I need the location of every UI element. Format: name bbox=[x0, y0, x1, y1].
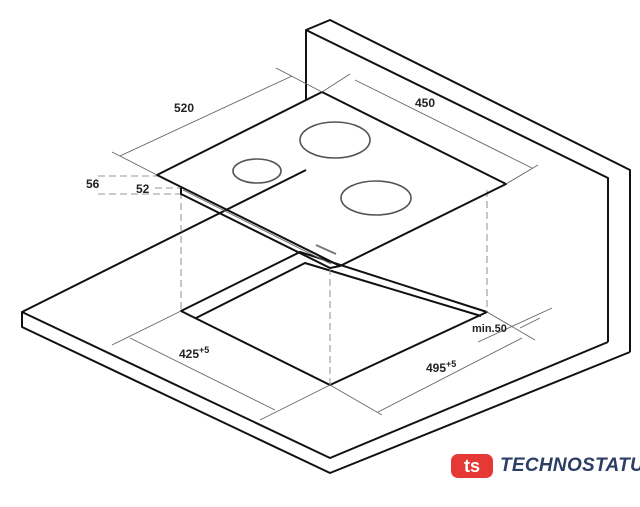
countertop bbox=[21, 169, 631, 474]
burner-large-front bbox=[340, 180, 412, 216]
dim-cutout-depth: 425+5 bbox=[179, 345, 209, 361]
ts-logo-icon: ts bbox=[451, 454, 493, 478]
burner-small bbox=[232, 158, 282, 184]
projection-lines bbox=[98, 175, 488, 385]
brand-logo: ts TECHNOSTATUS bbox=[450, 453, 640, 479]
dim-total-height: 56 bbox=[86, 177, 100, 191]
dimension-lines bbox=[111, 67, 553, 421]
burner-large-back bbox=[299, 121, 371, 159]
svg-text:ts: ts bbox=[464, 456, 480, 476]
back-wall bbox=[305, 19, 631, 352]
hob bbox=[156, 91, 507, 269]
dim-wall-clearance: min.50 bbox=[472, 323, 507, 335]
dim-hob-width: 450 bbox=[415, 96, 435, 110]
brand-name: TECHNOSTATUS bbox=[500, 455, 640, 476]
dim-hob-depth: 520 bbox=[174, 101, 194, 115]
dim-cutout-width: 495+5 bbox=[426, 359, 456, 375]
dim-glass-height: 52 bbox=[136, 182, 150, 196]
